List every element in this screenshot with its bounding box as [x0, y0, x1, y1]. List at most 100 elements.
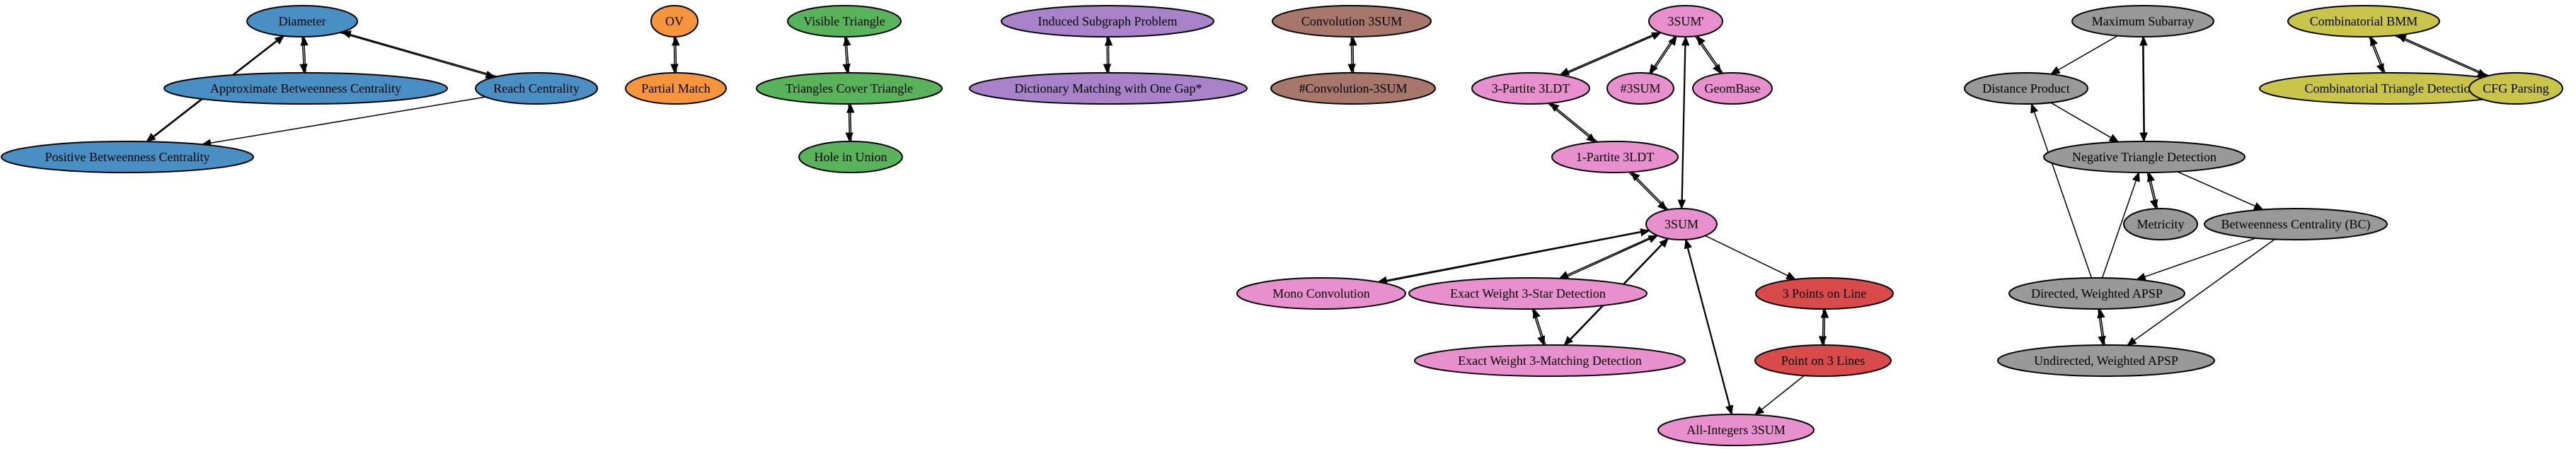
node-cbmm: Combinatorial BMM [2287, 5, 2440, 37]
edge-line [1556, 107, 1599, 143]
node-negtri: Negative Triangle Detection [2043, 141, 2246, 173]
node-match3: Exact Weight 3-Matching Detection [1414, 344, 1686, 377]
arrowhead [1754, 406, 1765, 416]
node-shape [1692, 72, 1773, 105]
edge-line [2100, 317, 2105, 346]
edge-p3ldt3-to-sum3p [1562, 32, 1662, 76]
node-label: Dictionary Matching with One Gap* [1015, 81, 1202, 95]
node-shape [625, 72, 727, 105]
node-ov: OV [650, 5, 698, 37]
node-shape [1964, 72, 2088, 105]
node-label: Combinatorial BMM [2310, 14, 2418, 28]
node-star3: Exact Weight 3-Star Detection [1408, 277, 1648, 310]
arrowhead [1558, 271, 1570, 279]
arrowhead [146, 132, 156, 143]
edge-negtri-to-maxsub [2139, 35, 2148, 142]
arrowhead [1630, 171, 1640, 182]
node-label: Distance Product [1982, 81, 2069, 95]
node-label: #3SUM [1620, 81, 1660, 95]
arrowhead [670, 64, 679, 74]
node-shape [1001, 5, 1214, 37]
node-label: Partial Match [641, 81, 710, 95]
node-label: #Convolution-3SUM [1299, 81, 1407, 95]
edge-bc-to-dapsp [2135, 238, 2256, 281]
node-label: Hole in Union [815, 150, 887, 164]
edge-ctd-to-cbmm [2370, 35, 2386, 74]
node-metricity: Metricity [2123, 208, 2198, 240]
edge-star3-to-sum3 [1562, 235, 1659, 279]
node-label: 1-Partite 3LDT [1576, 150, 1654, 164]
edge-layer [146, 30, 2490, 416]
node-shape [969, 72, 1248, 105]
node-label: Positive Betweenness Centrality [45, 150, 210, 164]
arrowhead [2139, 132, 2148, 143]
edge-line [1562, 238, 1650, 279]
edge-line [1567, 234, 1657, 276]
node-shape [798, 141, 903, 173]
node-shape [1414, 344, 1686, 377]
node-diameter: Diameter [246, 5, 358, 37]
arrowhead [1586, 133, 1597, 143]
node-apx_bc: Approximate Betweenness Centrality [163, 72, 448, 105]
edge-line [210, 96, 486, 144]
edge-line [1352, 45, 1355, 74]
node-hole: Hole in Union [798, 141, 903, 173]
node-label: All-Integers 3SUM [1686, 423, 1785, 437]
edge-line [1536, 317, 1546, 346]
node-bc: Betweenness Centrality (BC) [2204, 208, 2388, 240]
edge-line [2373, 44, 2386, 74]
edge-line [304, 45, 306, 74]
edge-sum3-to-star3 [1558, 234, 1657, 279]
edge-line [2144, 238, 2256, 278]
edge-pton3-to-allint [1754, 375, 1805, 416]
edge-cbmm-to-cfg [2393, 35, 2488, 77]
arrowhead [2396, 35, 2408, 43]
arrowhead [1818, 336, 1827, 346]
node-reach: Reach Centrality [475, 72, 598, 105]
node-label: Reach Centrality [493, 81, 579, 95]
edge-line [675, 45, 677, 74]
node-label: Negative Triangle Detection [2072, 150, 2216, 164]
node-conv3sum: Convolution 3SUM [1272, 5, 1432, 37]
node-label: Approximate Betweenness Centrality [210, 81, 401, 95]
node-shape [756, 72, 943, 105]
arrowhead [1696, 35, 1706, 46]
edge-geombase-to-sum3p [1696, 35, 1724, 74]
node-shape [1997, 344, 2215, 377]
node-shape [2008, 277, 2185, 310]
arrowhead [2132, 171, 2140, 182]
arrowhead [2139, 35, 2148, 46]
arrowhead [1684, 238, 1692, 250]
edge-monoconv-to-sum3 [1381, 228, 1650, 284]
node-shape [2204, 208, 2388, 240]
edge-diameter-to-reach [339, 32, 496, 79]
edge-line [2050, 102, 2112, 139]
edge-line [1681, 36, 1686, 201]
arrowhead [340, 30, 352, 39]
node-label: Exact Weight 3-Matching Detection [1458, 354, 1642, 368]
node-shape [2287, 5, 2440, 37]
edge-line [2177, 171, 2256, 207]
node-uapsp: Undirected, Weighted APSP [1997, 344, 2215, 377]
edge-match3-to-star3 [1532, 308, 1546, 346]
arrowhead [1347, 64, 1356, 74]
node-shape [1408, 277, 1648, 310]
node-shape [246, 5, 358, 37]
edge-n3sum-to-sum3p [1650, 35, 1677, 74]
node-label: 3SUM' [1667, 14, 1703, 28]
node-dapsp: Directed, Weighted APSP [2008, 277, 2185, 310]
edge-line [1650, 42, 1672, 74]
arrowhead [1659, 238, 1669, 248]
node-shape [1755, 277, 1894, 310]
edge-line [2033, 112, 2093, 279]
edge-dapsp-to-distprod [2030, 103, 2093, 279]
node-geombase: GeomBase [1692, 72, 1773, 105]
arrowhead [845, 132, 853, 143]
node-pton3: Point on 3 Lines [1754, 344, 1892, 377]
node-pt3line: 3 Points on Line [1755, 277, 1894, 310]
node-n3sum: #3SUM [1606, 72, 1674, 105]
edge-sum3-to-sum3p [1681, 35, 1690, 209]
edge-line [1701, 42, 1724, 74]
node-shape [2071, 5, 2214, 37]
